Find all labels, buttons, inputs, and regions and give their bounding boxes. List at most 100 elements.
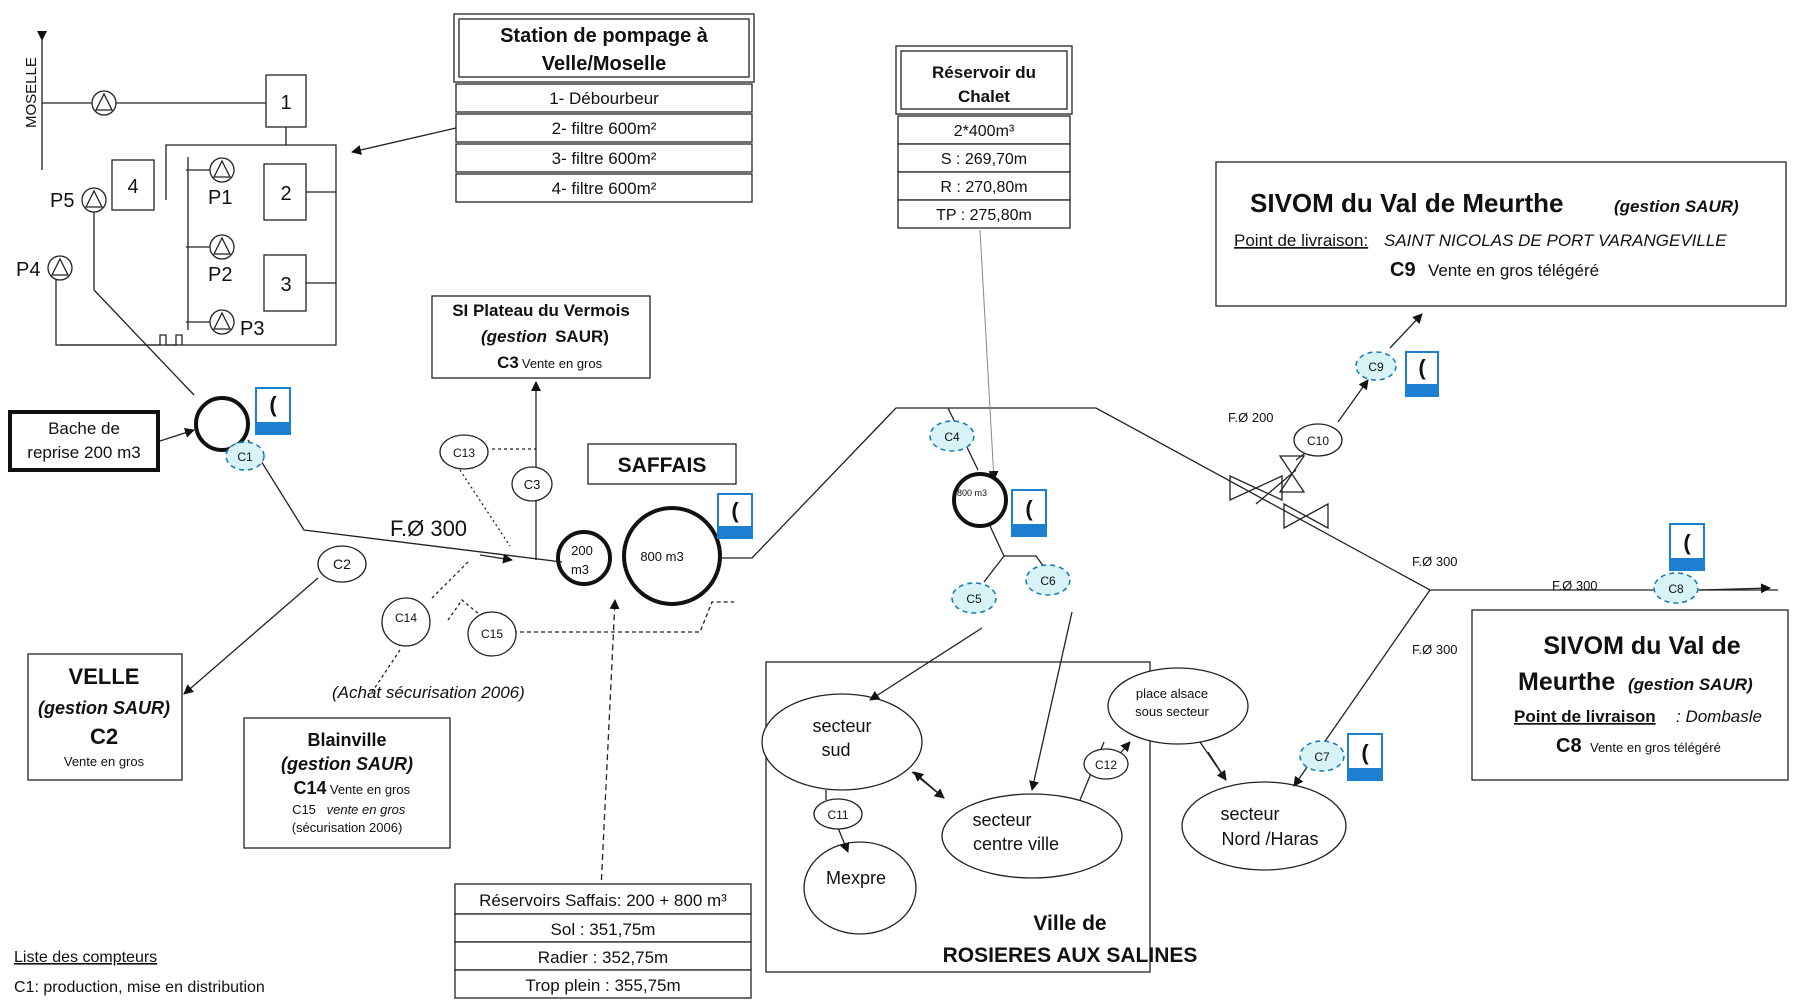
station-table: Station de pompage à Velle/Moselle 1- Dé… [453, 13, 755, 203]
valve-icon [1278, 455, 1306, 493]
secteur-centre [941, 793, 1123, 879]
vermois-gestion-a: (gestion [481, 327, 547, 346]
saffais-res-row-2: Sol : 351,75m [551, 920, 656, 939]
saffais-box [587, 443, 737, 485]
meter-c1-label: C1 [237, 450, 253, 464]
station-title-line2: Velle/Moselle [542, 53, 667, 75]
chalet-tank [952, 472, 1008, 528]
pump-p2-label: P2 [208, 264, 232, 286]
place-alsace [1107, 667, 1249, 745]
meter-c11-label: C11 [827, 808, 848, 822]
blainville-desc: Vente en gros [330, 782, 411, 797]
sivom-top-box: SIVOM du Val de Meurthe (gestion SAUR) P… [1215, 161, 1787, 307]
telemetry-phone-icon: ( [1669, 523, 1705, 571]
saffais-res-row-1: Réservoirs Saffais: 200 + 800 m³ [479, 891, 727, 910]
blainville-code: C14 [293, 778, 326, 798]
pump-p3-label: P3 [240, 318, 264, 340]
saffais-tank-200-label: 200 [571, 543, 593, 558]
pump-p4-label: P4 [16, 259, 40, 281]
meter-c2: C2 [317, 545, 367, 583]
pump-icon [91, 90, 117, 116]
chalet-row-1: 2*400m³ [954, 123, 1015, 140]
meter-c7-label: C7 [1314, 750, 1330, 764]
meter-c8-label: C8 [1668, 582, 1684, 596]
station-row-3: 3- filtre 600m² [552, 149, 657, 168]
sivom-top-point-label: Point de livraison: [1234, 231, 1368, 250]
station-row-4: 4- filtre 600m² [552, 179, 657, 198]
vermois-code: C3 [497, 353, 519, 372]
meter-c2-label: C2 [333, 556, 351, 572]
blainville-gestion: (gestion SAUR) [281, 754, 413, 774]
meter-c1: C1 [225, 441, 265, 471]
velle-gestion: (gestion SAUR) [38, 698, 170, 718]
saffais-reservoir-table: Réservoirs Saffais: 200 + 800 m³ Sol : 3… [454, 883, 752, 999]
unit-3-label: 3 [280, 274, 291, 296]
meter-c3: C3 [511, 466, 553, 502]
telemetry-phone-icon: ( [717, 493, 753, 539]
chalet-title-line2: Chalet [958, 87, 1010, 106]
sivom-right-point-value: : Dombasle [1676, 707, 1762, 726]
telemetry-phone-icon: ( [1011, 489, 1047, 537]
vermois-box: SI Plateau du Vermois (gestion SAUR) C3 … [431, 295, 651, 379]
secteur-centre-l2: centre ville [973, 834, 1059, 854]
pipe-label-right3: F.Ø 300 [1412, 642, 1458, 657]
svg-text:(: ( [731, 498, 739, 523]
vermois-title: SI Plateau du Vermois [452, 301, 630, 320]
sivom-right-title2: Meurthe [1518, 668, 1615, 696]
chalet-tank-label: 800 m3 [957, 488, 987, 498]
station-row-1: 1- Débourbeur [549, 89, 659, 108]
pumping-plant-schematic: MOSELLE 1 2 3 4 P1 P2 P3 P4 P5 [16, 31, 337, 396]
bache-line2: reprise 200 m3 [27, 443, 140, 462]
meter-c15: C15 [467, 611, 517, 657]
svg-text:(: ( [1361, 740, 1369, 765]
pump-p1-label: P1 [208, 187, 232, 209]
sivom-right-gestion: (gestion SAUR) [1628, 675, 1753, 694]
mexpre [803, 841, 917, 935]
secteur-sud-l2: sud [821, 740, 850, 760]
svg-text:(: ( [269, 392, 277, 417]
saffais-tank-800 [622, 506, 722, 606]
saffais-label: SAFFAIS [618, 454, 707, 477]
unit-4 [111, 159, 155, 211]
saffais-res-row-3: Radier : 352,75m [538, 948, 668, 967]
sivom-top-code: C9 [1390, 259, 1416, 281]
saffais-tank-800-label: 800 m3 [640, 549, 683, 564]
unit-2-label: 2 [280, 183, 291, 205]
meter-c4: C4 [929, 420, 975, 452]
pump-p5-label: P5 [50, 190, 74, 212]
blainville-secu: (sécurisation 2006) [292, 820, 403, 835]
meter-c9-label: C9 [1368, 360, 1384, 374]
pipe-label-c10: F.Ø 200 [1228, 410, 1274, 425]
unit-1 [265, 74, 307, 128]
sivom-top-gestion: (gestion SAUR) [1614, 197, 1739, 216]
telemetry-phone-icon: ( [1347, 733, 1383, 781]
meter-c11: C11 [813, 798, 863, 830]
meter-c5-label: C5 [966, 592, 982, 606]
meter-c13: C13 [439, 434, 489, 470]
secteur-nord [1181, 781, 1347, 871]
pump-icon [209, 309, 235, 335]
telemetry-phone-icon: ( [255, 387, 291, 435]
legend-title: Liste des compteurs [14, 949, 157, 966]
saffais-res-row-4: Trop plein : 355,75m [525, 976, 680, 995]
svg-text:(: ( [1683, 530, 1691, 555]
svg-text:(: ( [1025, 496, 1033, 521]
meter-c10-label: C10 [1307, 434, 1329, 448]
pipe-label-main: F.Ø 300 [390, 516, 467, 541]
river-label: MOSELLE [23, 57, 40, 128]
blainville-title: Blainville [307, 730, 386, 750]
rosieres-title-line1: Ville de [1033, 912, 1106, 935]
meter-c12-label: C12 [1095, 758, 1117, 772]
sivom-top-point-value: SAINT NICOLAS DE PORT VARANGEVILLE [1384, 231, 1727, 250]
sivom-right-desc: Vente en gros télégéré [1590, 740, 1721, 755]
bache-tank [194, 396, 250, 452]
blainville-box: Blainville (gestion SAUR) C14 Vente en g… [243, 717, 451, 849]
sivom-right-point-label: Point de livraison [1514, 707, 1656, 726]
achat-label: (Achat sécurisation 2006) [332, 683, 525, 702]
sivom-right-box: SIVOM du Val de Meurthe (gestion SAUR) P… [1471, 609, 1789, 781]
place-alsace-l1: place alsace [1136, 686, 1208, 701]
meter-c13-label: C13 [453, 446, 475, 460]
chalet-table: Réservoir du Chalet 2*400m³ S : 269,70m … [895, 45, 1073, 229]
meter-c8: C8 [1653, 572, 1699, 604]
